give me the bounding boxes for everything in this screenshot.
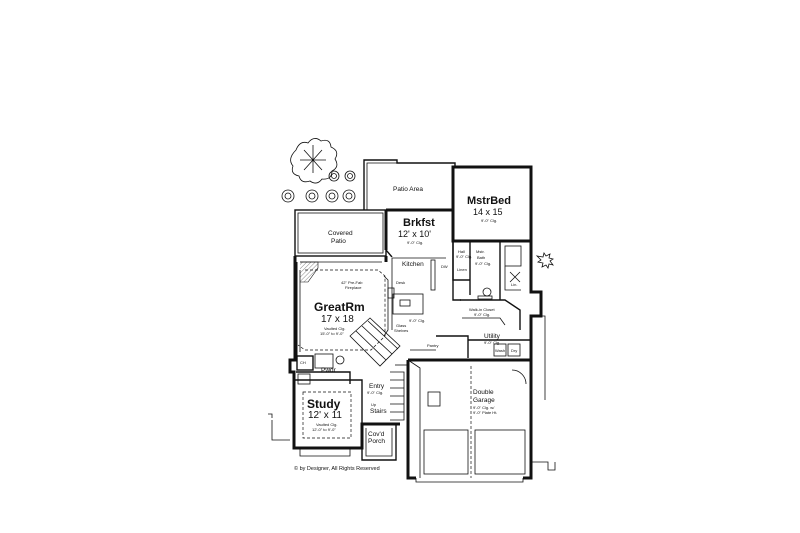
label-desk: Desk (396, 280, 405, 285)
ceiling-greatrm-1: Vaulted Clg. (324, 326, 346, 331)
ceiling-greatrm-2: 15'-0" to 9'-0" (320, 331, 344, 336)
label-dry: Dry (511, 348, 517, 353)
label-fireplace-2: Fireplace (345, 285, 362, 290)
room-size-brkfst: 12' x 10' (398, 229, 431, 239)
room-name-mstrbed: MstrBed (467, 195, 511, 207)
label-patio: Patio (331, 238, 346, 245)
shrub-icon (281, 170, 356, 203)
ceiling-mstrbed: 9'-0" Clg. (481, 218, 497, 223)
ceiling-garage-2: 9'-0" Plate Ht. (473, 410, 497, 415)
mstrbed-walls (451, 165, 533, 243)
ceiling-hall: 9'-0" Clg. (456, 254, 472, 259)
ceiling-kitchen: 9'-0" Clg. (409, 318, 425, 323)
label-up: Up (371, 402, 377, 407)
plant-icon (535, 252, 554, 269)
label-utility: Utility (484, 333, 501, 340)
patio-area-fence (363, 159, 456, 210)
label-garage: Garage (473, 397, 495, 404)
ceiling-garage-1: 9'-0" Clg. w/ (473, 405, 495, 410)
label-patio-area: Patio Area (393, 186, 423, 193)
label-dw: DW (441, 264, 448, 269)
label-kitchen: Kitchen (402, 261, 424, 268)
label-covered: Covered (328, 230, 353, 237)
room-size-mstrbed: 14 x 15 (473, 207, 503, 217)
ceiling-bath: 9'-0" Clg. (475, 261, 491, 266)
label-entry: Entry (369, 383, 385, 390)
ceiling-utility: 9'-0" Clg. (484, 340, 500, 345)
label-pantry: Pantry (427, 343, 439, 348)
ceiling-entry: 9'-0" Clg. (367, 390, 383, 395)
label-walkin: Walk-in Closet (469, 307, 496, 312)
label-pwdr: Pwdr (321, 367, 337, 374)
label-shelves: Shelves (394, 328, 408, 333)
label-mstr: Mstr. (476, 249, 485, 254)
room-size-study: 12' x 11 (308, 410, 342, 421)
label-stairs: Stairs (370, 408, 387, 415)
label-glass: Glass (396, 323, 406, 328)
covered-patio-walls (294, 209, 387, 257)
label-linen: Linen (457, 267, 467, 272)
label-porch: Porch (368, 438, 385, 445)
ceiling-brkfst: 9'-0" Clg. (407, 240, 423, 245)
room-name-brkfst: Brkfst (403, 217, 435, 229)
label-covd: Cov'd (368, 431, 385, 438)
label-wash: Wash (495, 348, 505, 353)
tree-icon (290, 138, 338, 184)
ceiling-study-2: 12'-0" to 9'-0" (312, 427, 336, 432)
ceiling-walkin: 9'-0" Clg. (474, 312, 490, 317)
room-size-greatrm: 17 x 18 (321, 314, 354, 325)
room-name-greatrm: GreatRm (314, 300, 365, 314)
label-double: Double (473, 389, 494, 396)
label-ch: CH (300, 360, 306, 365)
copyright-text: © by Designer, All Rights Reserved (294, 465, 380, 472)
label-bath: Bath (477, 255, 485, 260)
room-name-study: Study (307, 397, 341, 411)
label-hall: Hall (458, 249, 465, 254)
ceiling-study-1: Vaulted Clg. (316, 422, 338, 427)
label-lin: Lin. (511, 282, 517, 287)
label-fireplace-1: 42" Pre-Fab (341, 280, 363, 285)
